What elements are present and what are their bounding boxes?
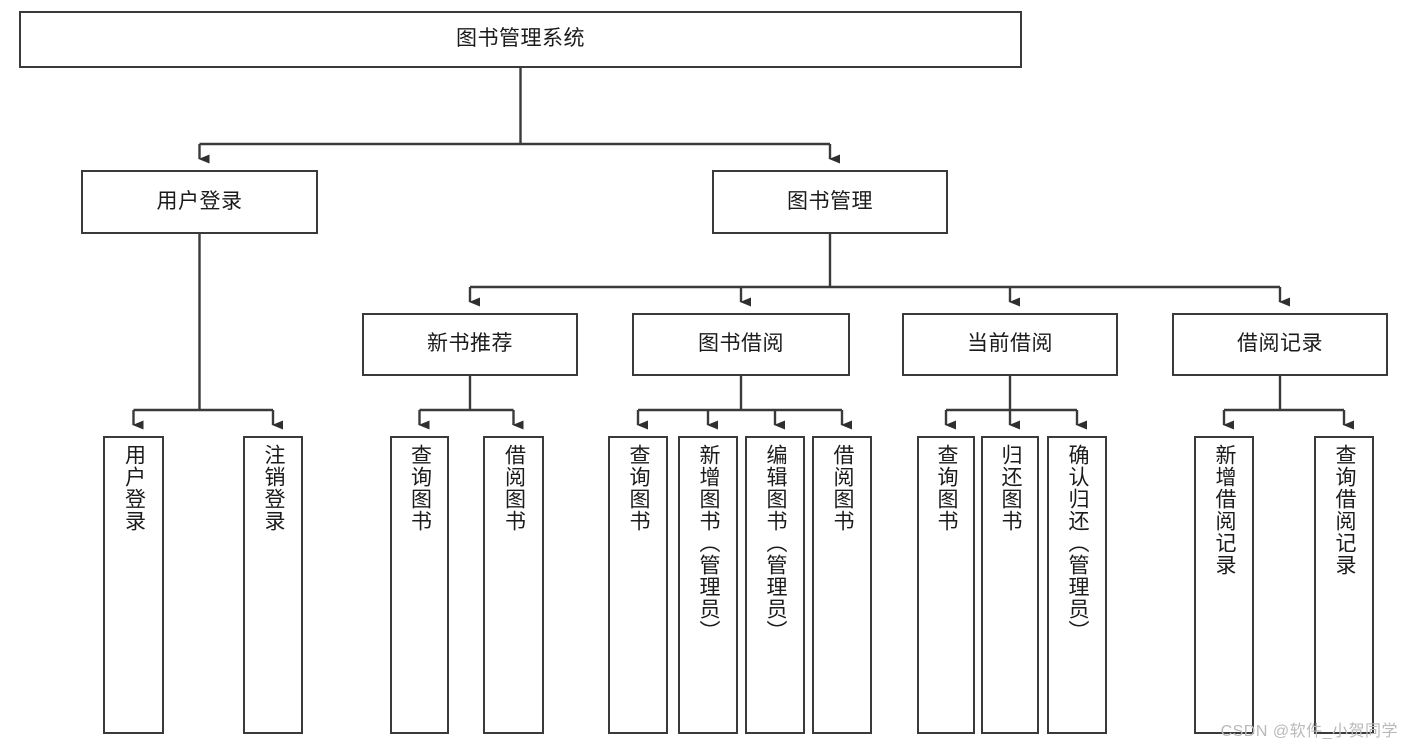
node-leaf4[interactable]: 借阅图书 [483, 436, 544, 734]
node-label: 借阅记录 [1237, 332, 1323, 356]
node-leaf12[interactable]: 新增借阅记录 [1194, 436, 1254, 734]
node-label: 查询图书 [627, 444, 651, 532]
node-leaf8[interactable]: 借阅图书 [812, 436, 872, 734]
node-label: 编辑图书（管理员） [764, 444, 788, 642]
node-label: 借阅图书 [502, 444, 526, 532]
node-label: 注销登录 [262, 444, 286, 532]
node-leaf10[interactable]: 归还图书 [981, 436, 1039, 734]
node-leaf7[interactable]: 编辑图书（管理员） [745, 436, 805, 734]
node-records[interactable]: 借阅记录 [1172, 313, 1388, 376]
node-label: 查询借阅记录 [1333, 444, 1357, 576]
node-label: 新增借阅记录 [1213, 444, 1237, 576]
node-leaf3[interactable]: 查询图书 [390, 436, 449, 734]
node-login[interactable]: 用户登录 [81, 170, 318, 234]
node-newbook[interactable]: 新书推荐 [362, 313, 578, 376]
node-leaf5[interactable]: 查询图书 [608, 436, 668, 734]
node-leaf11[interactable]: 确认归还（管理员） [1047, 436, 1107, 734]
node-leaf9[interactable]: 查询图书 [917, 436, 975, 734]
node-label: 图书借阅 [698, 332, 784, 356]
node-current[interactable]: 当前借阅 [902, 313, 1118, 376]
node-label: 图书管理系统 [456, 27, 585, 51]
node-label: 借阅图书 [831, 444, 855, 532]
node-bookmgmt[interactable]: 图书管理 [712, 170, 948, 234]
node-root[interactable]: 图书管理系统 [19, 11, 1022, 68]
node-label: 查询图书 [408, 444, 432, 532]
node-label: 用户登录 [122, 444, 146, 532]
node-leaf1[interactable]: 用户登录 [103, 436, 164, 734]
node-label: 用户登录 [156, 189, 243, 213]
node-label: 归还图书 [999, 444, 1023, 532]
node-leaf2[interactable]: 注销登录 [243, 436, 303, 734]
node-leaf6[interactable]: 新增图书（管理员） [678, 436, 738, 734]
node-label: 新增图书（管理员） [697, 444, 721, 642]
node-label: 新书推荐 [427, 332, 513, 356]
node-label: 查询图书 [935, 444, 959, 532]
node-label: 图书管理 [787, 189, 873, 213]
node-leaf13[interactable]: 查询借阅记录 [1314, 436, 1374, 734]
node-label: 当前借阅 [967, 332, 1053, 356]
node-borrow[interactable]: 图书借阅 [632, 313, 850, 376]
node-label: 确认归还（管理员） [1066, 444, 1090, 642]
